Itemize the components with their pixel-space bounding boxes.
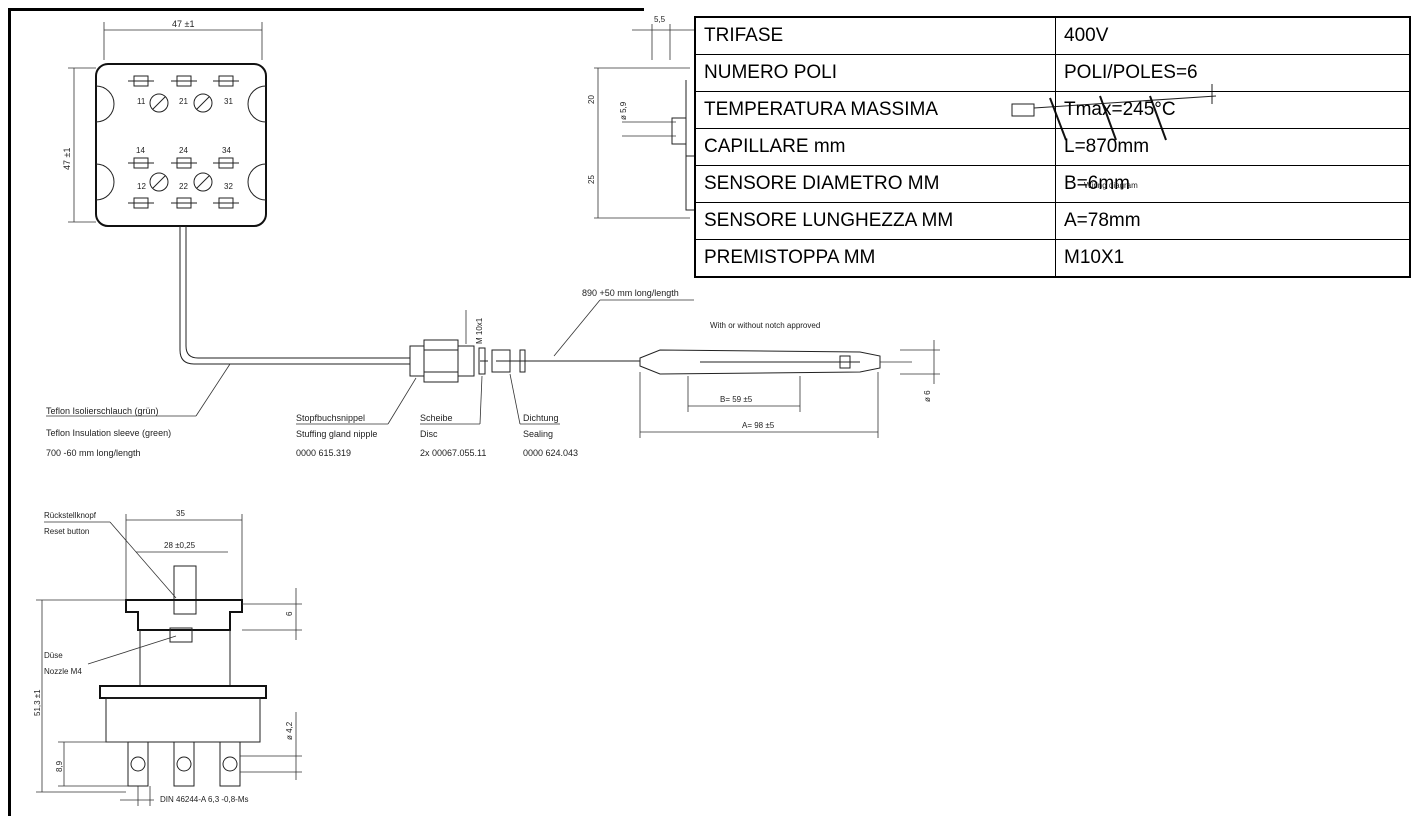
top-width-dim: 47 ±1 [172, 19, 194, 29]
nipple-label-3: 0000 615.319 [296, 448, 351, 458]
spec-label: SENSORE LUNGHEZZA MM [694, 202, 1056, 240]
base-flange [99, 685, 267, 699]
svg-text:ø 4,2: ø 4,2 [285, 721, 294, 740]
svg-text:32: 32 [224, 182, 233, 191]
svg-text:21: 21 [179, 97, 188, 106]
disc-label-2: Disc [420, 429, 438, 439]
disc-label-1: Scheibe [420, 413, 453, 423]
frame-left-border [8, 8, 11, 816]
sleeve-label-3: 700 -60 mm long/length [46, 448, 141, 458]
nozzle [169, 627, 193, 643]
spec-label: TEMPERATURA MASSIMA [694, 91, 1056, 129]
svg-text:A= 98 ±5: A= 98 ±5 [742, 421, 775, 430]
spec-label: TRIFASE [694, 16, 1056, 55]
svg-text:ø 5,9: ø 5,9 [619, 101, 628, 120]
sealing-label-2: Sealing [523, 429, 553, 439]
terminal-screws [149, 93, 213, 192]
spec-value: B=6mm [1055, 165, 1411, 203]
svg-text:34: 34 [222, 146, 231, 155]
terminal-tabs [128, 75, 239, 209]
sealing-label-3: 0000 624.043 [523, 448, 578, 458]
thread-dim: M 10x1 [475, 317, 484, 344]
spec-label: PREMISTOPPA MM [694, 239, 1056, 278]
spec-value: Tmax=245°C [1055, 91, 1411, 129]
top-view: 47 ±1 47 ±1 11 21 31 [62, 19, 267, 227]
svg-text:11: 11 [137, 97, 146, 106]
approval-note: With or without notch approved [710, 321, 820, 330]
svg-text:22: 22 [179, 182, 188, 191]
nipple-label-1: Stopfbuchsnippel [296, 413, 365, 423]
sleeve-label-1: Teflon Isolierschlauch (grün) [46, 406, 159, 416]
sensor-dims: B= 59 ±5 A= 98 ±5 [639, 372, 879, 438]
terminal-pins [127, 741, 241, 787]
svg-text:B= 59 ±5: B= 59 ±5 [720, 395, 753, 404]
svg-text:8,9: 8,9 [55, 760, 64, 772]
spec-table: TRIFASE 400V NUMERO POLI POLI/POLES=6 TE… [694, 16, 1411, 278]
svg-text:14: 14 [136, 146, 145, 155]
top-height-dim: 47 ±1 [62, 148, 72, 170]
capillary-assembly: M 10x1 890 +50 mm long/length ø 6 B= 59 … [179, 226, 940, 438]
reset-label-en: Reset button [44, 527, 89, 536]
nozzle-label-en: Nozzle M4 [44, 667, 82, 676]
spec-label: SENSORE DIAMETRO MM [694, 165, 1056, 203]
stuffing-gland-nipple: M 10x1 [409, 310, 484, 383]
table-row: SENSORE DIAMETRO MM B=6mm [694, 165, 1411, 203]
table-row: CAPILLARE mm L=870mm [694, 128, 1411, 166]
svg-text:24: 24 [179, 146, 188, 155]
table-row: SENSORE LUNGHEZZA MM A=78mm [694, 202, 1411, 240]
spec-label: CAPILLARE mm [694, 128, 1056, 166]
spec-value: 400V [1055, 16, 1411, 55]
sensor-bulb: ø 6 [639, 340, 940, 402]
svg-text:35: 35 [176, 509, 185, 518]
svg-text:25: 25 [587, 175, 596, 184]
part-labels: Teflon Isolierschlauch (grün) Teflon Ins… [46, 363, 578, 458]
spec-value: POLI/POLES=6 [1055, 54, 1411, 92]
bottom-view: Rückstellknopf Reset button 35 28 ±0,25 … [33, 509, 302, 806]
din-label: DIN 46244-A 6,3 -0,8-Ms [160, 795, 248, 804]
svg-text:6: 6 [285, 611, 294, 616]
nozzle-label-de: Düse [44, 651, 63, 660]
terminal-block-outline [95, 63, 267, 227]
capillary-length-label: 890 +50 mm long/length [582, 288, 679, 298]
svg-text:12: 12 [137, 182, 146, 191]
svg-text:28 ±0,25: 28 ±0,25 [164, 541, 196, 550]
side-view: 5,5 20 25 ø 5,9 [587, 15, 694, 219]
spec-value: L=870mm [1055, 128, 1411, 166]
svg-text:31: 31 [224, 97, 233, 106]
svg-text:5,5: 5,5 [654, 15, 666, 24]
sensor-dia-dim: ø 6 [923, 390, 932, 402]
table-row: NUMERO POLI POLI/POLES=6 [694, 54, 1411, 92]
spec-label: NUMERO POLI [694, 54, 1056, 92]
nipple-label-2: Stuffing gland nipple [296, 429, 377, 439]
reset-button [173, 565, 197, 615]
disc-part [478, 347, 486, 375]
sealing-label-1: Dichtung [523, 413, 559, 423]
frame-top-border [8, 8, 644, 11]
disc-label-3: 2x 00067.055.11 [420, 448, 486, 458]
sealing-part [491, 349, 511, 373]
svg-text:51,3 ±1: 51,3 ±1 [33, 689, 42, 716]
sleeve-label-2: Teflon Insulation sleeve (green) [46, 428, 171, 438]
table-row: PREMISTOPPA MM M10X1 [694, 239, 1411, 278]
table-row: TEMPERATURA MASSIMA Tmax=245°C [694, 91, 1411, 129]
terminal-numbers: 11 21 31 14 24 34 12 22 32 [136, 97, 233, 191]
table-row: TRIFASE 400V [694, 16, 1411, 55]
svg-text:20: 20 [587, 95, 596, 104]
spec-value: A=78mm [1055, 202, 1411, 240]
spec-value: M10X1 [1055, 239, 1411, 278]
reset-label-de: Rückstellknopf [44, 511, 97, 520]
